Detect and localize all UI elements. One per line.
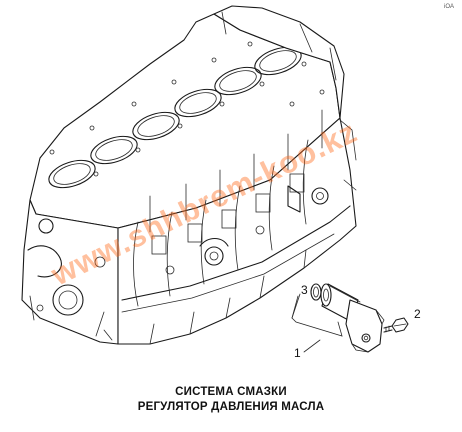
o-ring-part [310, 283, 322, 301]
deck-bolt-holes [49, 41, 325, 177]
block-rear-housing [213, 5, 345, 119]
caption-part: РЕГУЛЯТОР ДАВЛЕНИЯ МАСЛА [137, 401, 325, 413]
pressure-regulator-part [320, 283, 385, 353]
caption-system: СИСТЕМА СМАЗКИ [175, 386, 287, 398]
corner-tag: iOA [444, 4, 454, 10]
callout-1: 1 [294, 346, 301, 360]
leader-bracket [291, 293, 343, 337]
bolt-part [383, 317, 409, 333]
callout-2: 2 [414, 307, 421, 321]
callout-3: 3 [301, 283, 308, 297]
cylinder-bulges [133, 139, 309, 307]
block-side-face [117, 117, 357, 345]
block-front-face [21, 199, 119, 345]
cylinder-bores [48, 46, 302, 189]
engine-block [21, 5, 357, 345]
